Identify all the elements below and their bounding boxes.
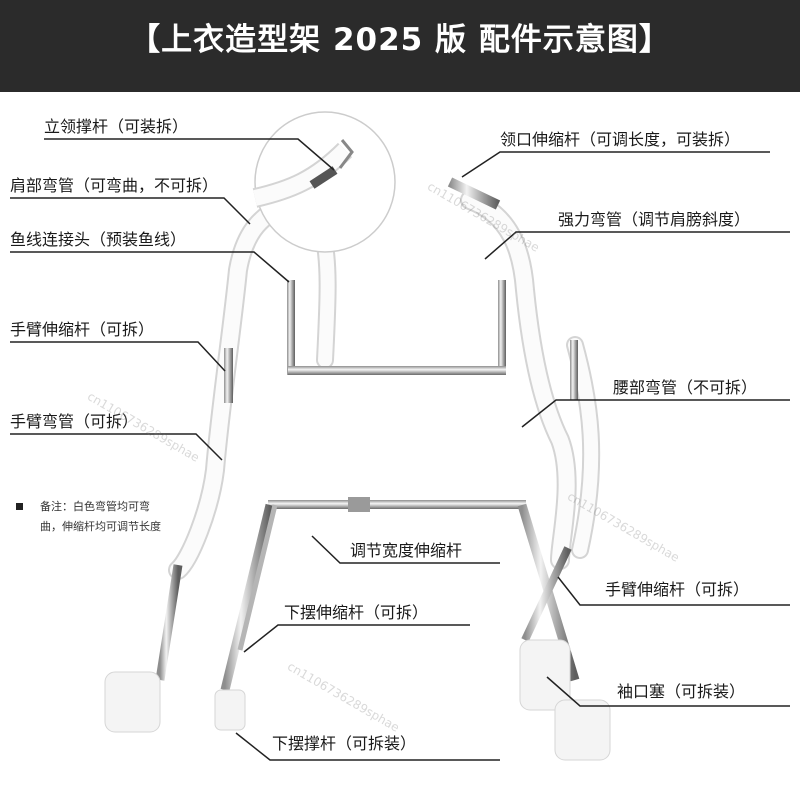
label-fishline-connector: 鱼线连接头（预装鱼线）: [10, 230, 187, 249]
leader-lines: [10, 138, 790, 761]
collar-zoom-inset: [252, 111, 396, 253]
label-hem-telescopic: 下摆伸缩杆（可拆）: [284, 603, 429, 622]
label-arm-telescopic-left: 手臂伸缩杆（可拆）: [10, 320, 155, 339]
title-banner: 【上衣造型架 2025 版 配件示意图】: [0, 0, 800, 92]
label-width-telescopic: 调节宽度伸缩杆: [350, 541, 463, 560]
chrome-rods: [155, 280, 580, 692]
label-arm-bend: 手臂弯管（可拆）: [10, 412, 139, 431]
label-neck-telescopic: 领口伸缩杆（可调长度，可装拆）: [500, 130, 741, 149]
note-bullet-icon: [16, 503, 23, 510]
note-text: 备注：白色弯管均可弯曲，伸缩杆均可调节长度: [40, 500, 161, 533]
label-waist-bend: 腰部弯管（不可拆）: [613, 378, 758, 397]
page-title: 【上衣造型架 2025 版 配件示意图】: [129, 22, 671, 58]
label-shoulder-bend: 肩部弯管（可弯曲，不可拆）: [10, 176, 219, 195]
cuff-plugs: [104, 639, 611, 761]
label-arm-telescopic-right: 手臂伸缩杆（可拆）: [605, 580, 750, 599]
neck-connector: [447, 177, 501, 210]
label-strong-bend: 强力弯管（调节肩膀斜度）: [558, 210, 751, 229]
label-collar-rod: 立领撑杆（可装拆）: [44, 117, 189, 136]
label-cuff-plug: 袖口塞（可拆装）: [617, 682, 746, 701]
label-hem-support: 下摆撑杆（可拆装）: [272, 734, 417, 753]
